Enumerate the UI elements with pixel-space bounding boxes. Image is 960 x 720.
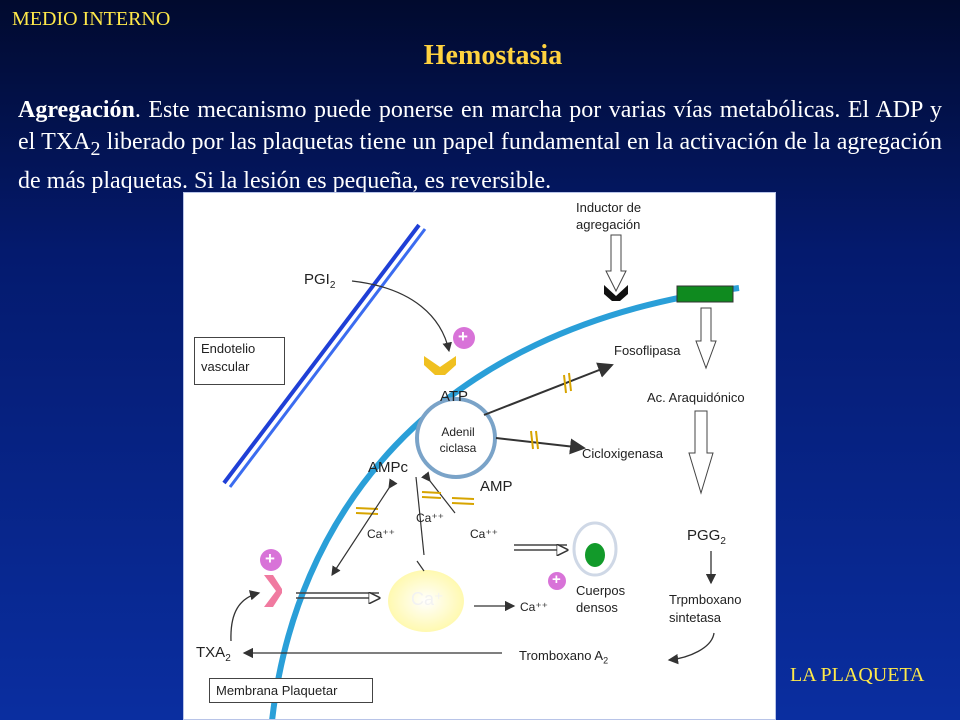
pgg-text: PGG xyxy=(687,527,721,544)
plus-sign-1: + xyxy=(458,327,468,346)
green-receptor xyxy=(676,285,734,303)
corner-label: LA PLAQUETA xyxy=(790,664,925,686)
fosfolipasa-arrow xyxy=(483,362,614,416)
label-trpmboxano: Trpmboxano sintetasa xyxy=(669,592,742,625)
endothelium-line-2 xyxy=(228,228,427,488)
label-fosfolipasa: Fosoflipasa xyxy=(614,343,681,358)
plus-circle-3 xyxy=(548,572,566,590)
tromboxano-sub: 2 xyxy=(603,655,609,666)
pathway-arrow-2 xyxy=(688,410,714,495)
label-txa: TXA2 xyxy=(196,644,231,664)
inductor-receptor-icon xyxy=(604,285,628,301)
label-ca-right: Ca⁺⁺ xyxy=(520,600,549,614)
label-cicloxigenasa: Cicloxigenasa xyxy=(582,446,663,461)
cicloxigenasa-arrow xyxy=(495,437,586,455)
label-pgg: PGG2 xyxy=(687,527,726,547)
label-ca-left: Ca⁺⁺ xyxy=(367,527,396,541)
section-label: MEDIO INTERNO xyxy=(12,8,171,30)
txa-text: TXA xyxy=(196,644,226,661)
label-tromboxano: Tromboxano A2 xyxy=(519,648,608,666)
label-inductor: Inductor de agregación xyxy=(576,200,642,232)
intro-text-part2: liberado por las plaquetas tiene un pape… xyxy=(18,129,943,194)
label-endotelio: Endotelio vascular xyxy=(194,337,285,385)
ampc-arrow xyxy=(331,478,398,577)
label-ca-top: Ca⁺⁺ xyxy=(416,511,445,525)
txa-sub: 2 xyxy=(225,653,231,664)
label-amp: AMP xyxy=(480,478,513,495)
yellow-receptor-icon xyxy=(424,356,456,375)
label-cuerpos: Cuerpos densos xyxy=(576,583,626,615)
label-ca-mid: Ca⁺⁺ xyxy=(470,527,499,541)
intro-term: Agregación xyxy=(18,97,135,123)
page-title: Hemostasia xyxy=(423,40,563,71)
ca-adenil-arrow-2 xyxy=(421,471,456,514)
plus-sign-3: + xyxy=(552,571,561,588)
pgi-arrow xyxy=(351,280,452,353)
pgg-sub: 2 xyxy=(720,536,726,547)
label-atp: ATP xyxy=(440,388,469,405)
tromboxano-text: Tromboxano A xyxy=(519,648,604,663)
endothelium-line xyxy=(222,223,421,485)
intro-text-part1: . Este mecanismo puede ponerse en marcha… xyxy=(18,97,942,155)
platelet-membrane xyxy=(269,285,740,719)
pink-receptor-icon xyxy=(264,575,282,607)
platelet-diagram: Inductor de agregación PGI2 Endotelio va… xyxy=(183,192,776,720)
plus-sign-2: + xyxy=(265,549,275,568)
inductor-arrow xyxy=(605,234,627,293)
ca-adenil-arrow-1 xyxy=(415,476,425,556)
label-araquidonico: Ac. Araquidónico xyxy=(647,390,745,405)
label-ampc: AMPc xyxy=(368,459,409,476)
label-pgi: PGI2 xyxy=(304,271,335,291)
intro-subscript: 2 xyxy=(90,137,101,160)
label-ca-center: Ca⁺ xyxy=(411,589,444,609)
label-membrana: Membrana Plaquetar xyxy=(209,678,373,703)
pgi-text: PGI xyxy=(304,271,330,288)
plus-circle-2 xyxy=(260,549,282,571)
calcium-pool xyxy=(388,570,464,632)
adenyl-cyclase-ring xyxy=(415,397,497,479)
dense-body-core xyxy=(585,543,605,567)
diagram-graphics xyxy=(222,223,740,719)
pathway-arrow-1 xyxy=(695,307,717,370)
pgi-sub: 2 xyxy=(329,280,336,291)
plus-circle-1 xyxy=(453,327,475,349)
label-adenil: Adenil ciclasa xyxy=(439,425,477,455)
txa-receptor-arrow xyxy=(230,590,261,642)
intro-paragraph: Agregación. Este mecanismo puede ponerse… xyxy=(18,94,942,197)
sintetasa-curve-arrow xyxy=(667,632,715,665)
